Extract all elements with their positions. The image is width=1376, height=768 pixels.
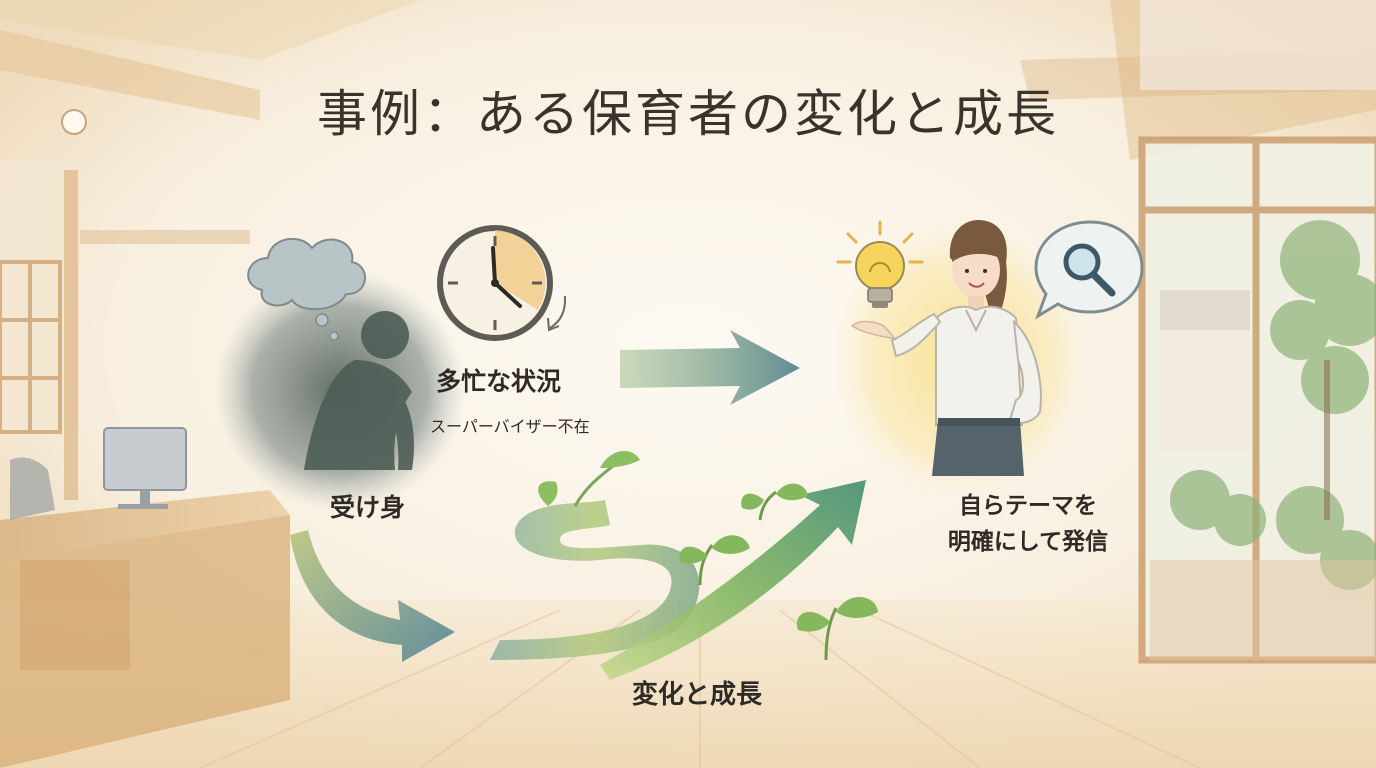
page-title: 事例：ある保育者の変化と成長 [317, 85, 1059, 143]
change-growth-label: 変化と成長 [632, 680, 763, 710]
curve-arrow-icon [290, 530, 455, 662]
growth-path-icon [490, 450, 700, 660]
magnifier-icon [1034, 220, 1144, 320]
passive-figure [304, 311, 414, 470]
sprout-icon-2 [741, 483, 808, 521]
light-bulb-icon [836, 220, 924, 308]
proactive-label-line2: 明確にして発信 [947, 529, 1109, 555]
passive-label: 受け身 [330, 493, 406, 522]
arrow-icon [620, 330, 800, 405]
sprout-icon-3 [796, 596, 878, 661]
busy-situation-label: 多忙な状況 [436, 367, 562, 396]
thought-cloud-icon [247, 238, 366, 341]
rising-arrow-icon [600, 480, 866, 680]
proactive-label-line1: 自らテーマを [959, 493, 1097, 519]
clock-icon [437, 225, 567, 341]
sprout-icon [679, 535, 750, 586]
no-supervisor-label: スーパーバイザー不在 [430, 417, 590, 436]
proactive-figure [850, 220, 1042, 476]
proactive-label: 自らテーマを 明確にして発信 [928, 488, 1128, 560]
